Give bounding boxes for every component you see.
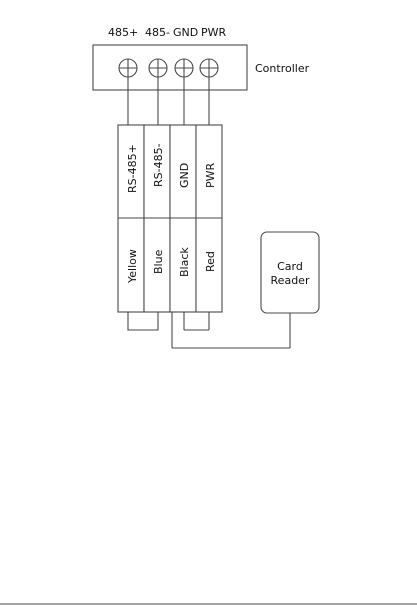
wire-color-black: Black bbox=[178, 247, 191, 277]
terminal-label-485-minus: 485- bbox=[145, 26, 170, 39]
signal-label-rs485-plus: RS-485+ bbox=[126, 144, 139, 193]
wire-color-blue: Blue bbox=[152, 249, 165, 274]
terminal-screw-485-plus bbox=[119, 59, 137, 77]
terminal-screw-pwr bbox=[200, 59, 218, 77]
bottom-wiring bbox=[128, 312, 290, 348]
terminal-label-pwr: PWR bbox=[201, 26, 227, 39]
signal-label-pwr: PWR bbox=[204, 162, 217, 188]
signal-label-gnd: GND bbox=[178, 163, 191, 188]
controller-box bbox=[93, 45, 247, 90]
card-reader-label-line2: Reader bbox=[271, 274, 310, 287]
terminal-label-485-plus: 485+ bbox=[108, 26, 138, 39]
terminal-screw-485-minus bbox=[149, 59, 167, 77]
wire-color-red: Red bbox=[204, 251, 217, 272]
wire-color-yellow: Yellow bbox=[126, 249, 139, 284]
controller-label: Controller bbox=[255, 62, 310, 75]
card-reader-label-line1: Card bbox=[277, 260, 303, 273]
terminal-label-gnd: GND bbox=[173, 26, 198, 39]
signal-label-rs485-minus: RS-485- bbox=[152, 143, 165, 187]
terminal-screw-gnd bbox=[175, 59, 193, 77]
